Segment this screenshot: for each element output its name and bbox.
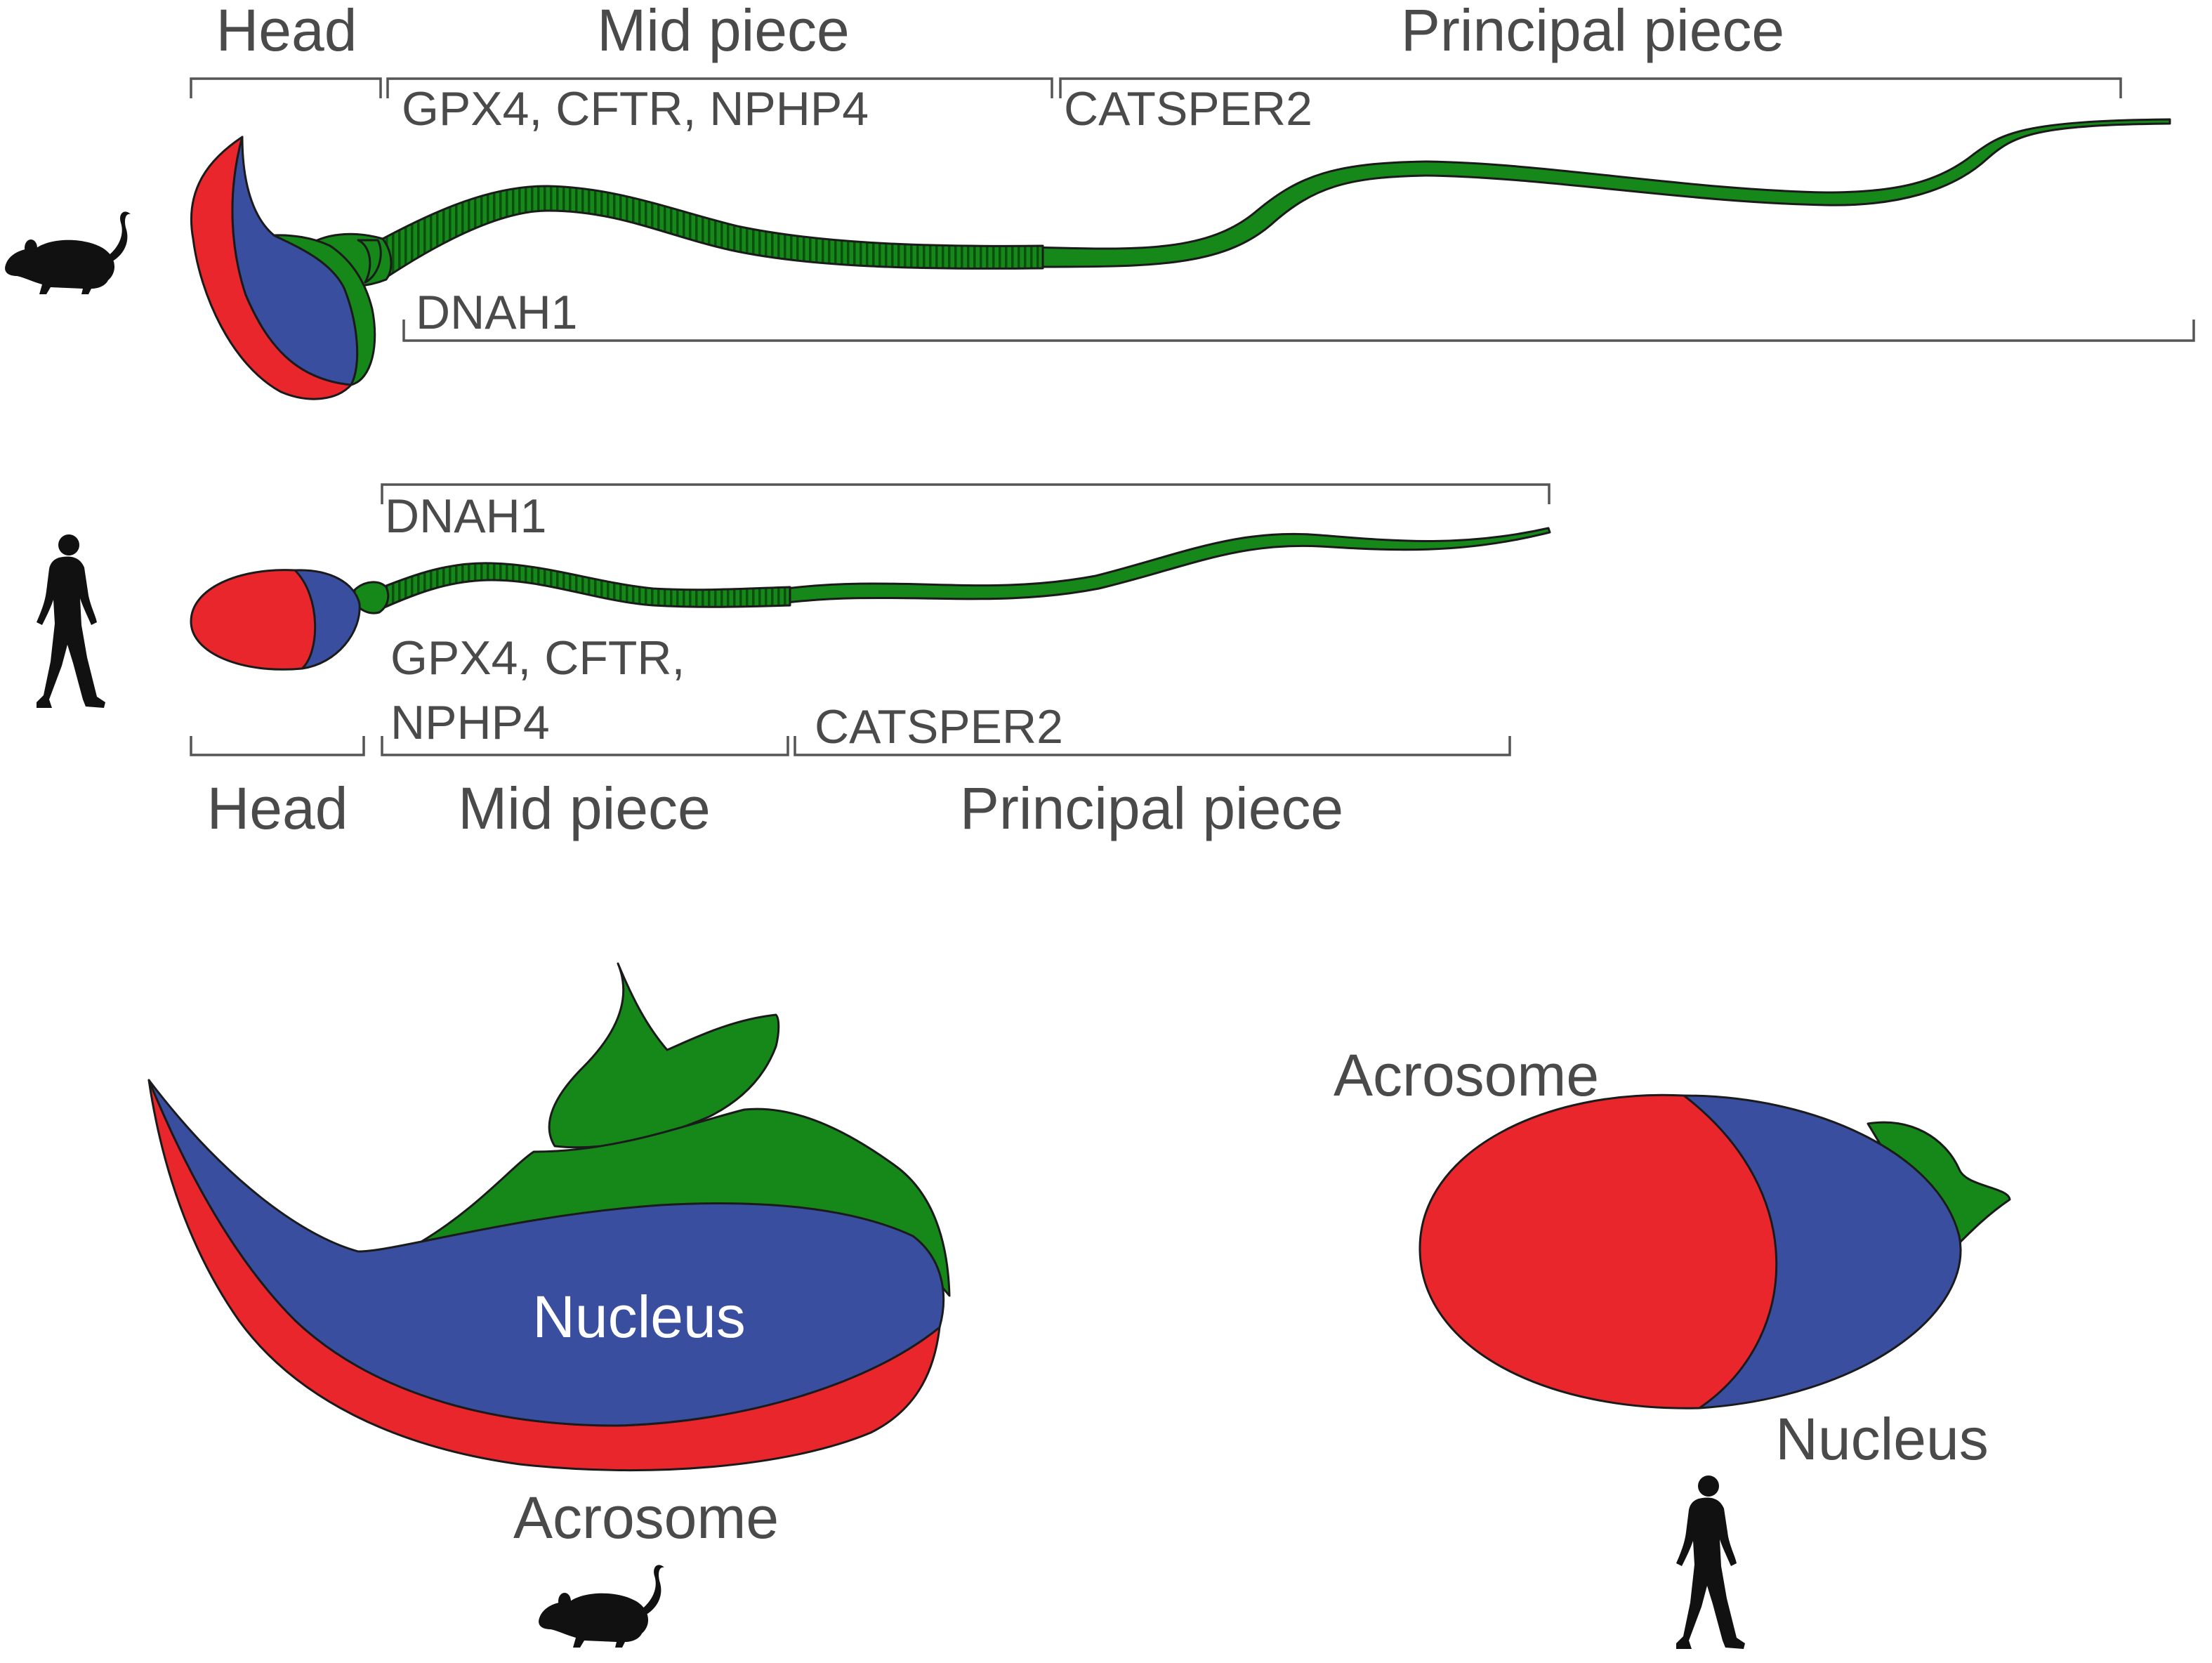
mouse-principal-bracket: [1059, 77, 2122, 98]
mouse-midpiece-label: Mid piece: [597, 0, 850, 63]
human-brackets: [190, 483, 1551, 756]
mouse-detail-acrosome-label: Acrosome: [513, 1485, 779, 1551]
mouse-dnah1-gene: DNAH1: [416, 286, 578, 339]
mouse-principal-label: Principal piece: [1401, 0, 1784, 63]
human-midpiece-label: Mid piece: [458, 775, 711, 841]
mouse-head-label: Head: [216, 0, 357, 63]
human-principal-bracket: [794, 736, 1511, 756]
mouse-silhouette-icon: [539, 1565, 664, 1648]
mouse-head-bracket: [190, 77, 382, 98]
mouse-dnah1-bracket: [402, 320, 2195, 342]
human-sperm: [190, 527, 1551, 671]
mouse-principal-piece: [1031, 118, 2171, 268]
mouse-principal-gene: CATSPER2: [1064, 82, 1312, 136]
human-head-bracket: [190, 736, 365, 756]
mouse-detail-nucleus: [147, 1079, 945, 1427]
human-dnah1-bracket: [381, 483, 1551, 504]
human-detail-acrosome-label: Acrosome: [1334, 1042, 1599, 1108]
mouse-midpiece-bracket: [386, 77, 1053, 98]
human-dnah1-gene: DNAH1: [385, 489, 547, 543]
mouse-detail-droplet: [548, 962, 780, 1149]
human-head-acrosome: [190, 569, 317, 671]
mouse-sperm: [190, 118, 2171, 400]
human-midpiece-genes-line1: GPX4, CFTR,: [390, 631, 685, 685]
human-midpiece-genes-line2: NPHP4: [390, 696, 550, 749]
mouse-head-cap: [272, 234, 376, 386]
human-detail-nucleus-label: Nucleus: [1775, 1406, 1988, 1472]
human-head-label: Head: [207, 775, 348, 841]
human-detail-acrosome: [1418, 1093, 1778, 1409]
mouse-midpiece-genes: GPX4, CFTR, NPHP4: [402, 82, 869, 136]
human-mid-piece: [378, 562, 791, 610]
mouse-detail-nucleus-label: Nucleus: [532, 1284, 745, 1350]
human-silhouette-icon: [1676, 1475, 1745, 1649]
mouse-neck-segment: [357, 239, 382, 284]
human-principal-label: Principal piece: [960, 775, 1343, 841]
mouse-head-detail: [147, 962, 951, 1472]
mouse-silhouette-icon: [5, 211, 131, 294]
human-midpiece-bracket: [381, 736, 789, 756]
human-silhouette-icon: [37, 534, 105, 708]
human-principal-piece: [785, 527, 1551, 604]
human-principal-gene: CATSPER2: [815, 700, 1063, 754]
human-head-detail: [1418, 1093, 2011, 1409]
human-neck: [353, 581, 390, 614]
mouse-brackets: [190, 77, 2195, 342]
mouse-mid-piece: [381, 185, 1044, 279]
